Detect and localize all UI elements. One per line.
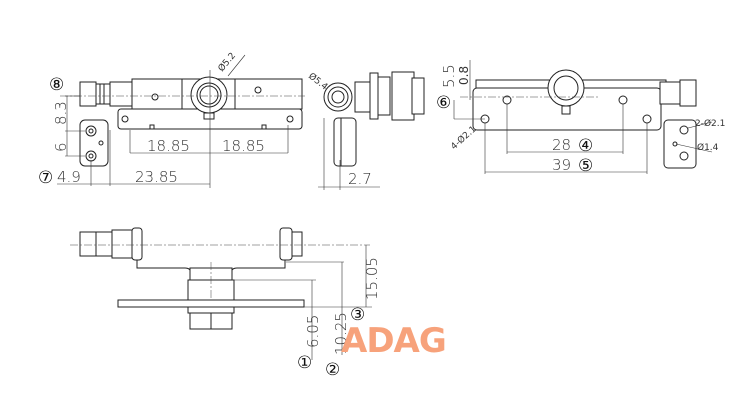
dim-23-85: 23.85 — [135, 168, 178, 186]
bottom-view — [70, 227, 372, 360]
dim-4-9: 4.9 — [57, 168, 81, 186]
side-view — [318, 71, 425, 190]
callout-7: ⑦ — [38, 168, 53, 188]
dim-18-85-left: 18.85 — [147, 137, 190, 155]
callout-8: ⑧ — [49, 75, 64, 95]
dim-39: 39 — [552, 156, 571, 174]
dim-10-25: 10.25 — [332, 312, 350, 355]
dim-28: 28 — [552, 136, 571, 154]
adag-logo: ADAG — [341, 321, 446, 361]
dia-5-2: Ø5.2 — [216, 50, 238, 73]
holes-4-dia-2-1: 4-Ø2.1 — [449, 124, 479, 152]
dim-6-05: 6.05 — [304, 315, 322, 348]
dim-5-5: 5.5 — [440, 64, 458, 88]
dim-18-85-right: 18.85 — [222, 137, 265, 155]
callout-3: ③ — [350, 305, 365, 325]
callout-4: ④ — [578, 136, 593, 156]
callout-1: ① — [297, 353, 312, 373]
dim-6: 6 — [52, 142, 70, 152]
callout-2: ② — [325, 360, 340, 380]
front-view — [57, 54, 305, 188]
dim-0-8: 0.8 — [457, 66, 471, 85]
dim-8-3: 8.3 — [52, 101, 70, 125]
dim-15-05: 15.05 — [363, 257, 381, 300]
holes-2-dia-2-1: 2-Ø2.1 — [695, 118, 725, 129]
callout-5: ⑤ — [578, 156, 593, 176]
callout-6: ⑥ — [436, 93, 451, 113]
top-view — [453, 60, 713, 174]
dim-2-7: 2.7 — [348, 170, 372, 188]
dia-1-4: Ø1.4 — [697, 142, 719, 153]
